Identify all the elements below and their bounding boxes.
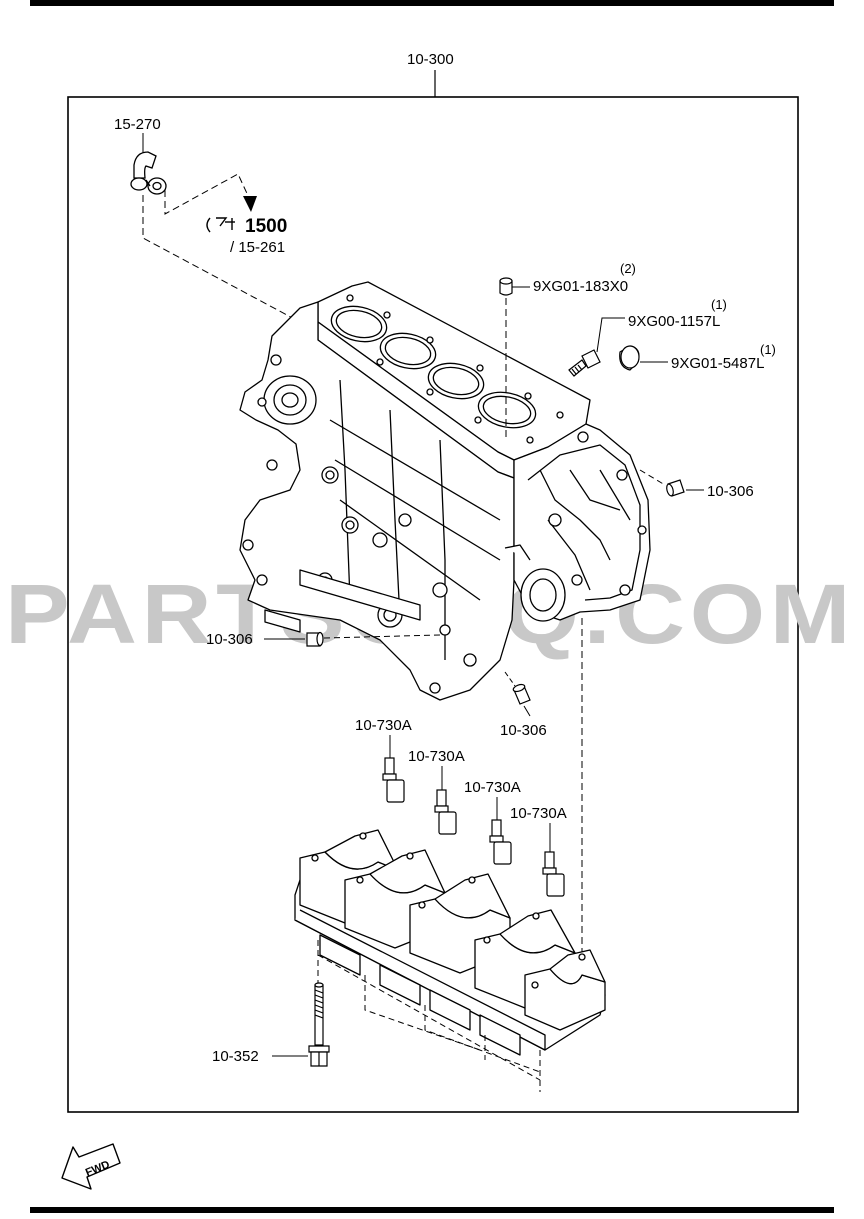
- bottom-rule: [30, 1207, 834, 1213]
- main-bolt-part[interactable]: [308, 982, 330, 1067]
- oil-jet-3-part[interactable]: [489, 819, 512, 865]
- cap-right-part[interactable]: [619, 345, 640, 371]
- label-jet-1[interactable]: 10-730A: [355, 717, 412, 734]
- main-bearing-cap[interactable]: [294, 829, 606, 1056]
- label-main-bolt[interactable]: 10-352: [212, 1048, 259, 1065]
- see-reference-icon: [206, 217, 235, 233]
- oil-jet-1-part[interactable]: [382, 757, 405, 803]
- fwd-arrow-icon: FWD: [61, 1143, 121, 1190]
- label-jet-2[interactable]: 10-730A: [408, 748, 465, 765]
- plug-top-part[interactable]: [499, 277, 513, 296]
- label-jet-4[interactable]: 10-730A: [510, 805, 567, 822]
- label-cap-right[interactable]: 9XG01-5487L: [671, 355, 764, 372]
- cylinder-block[interactable]: [239, 281, 651, 701]
- label-bolt-right[interactable]: 9XG00-1157L: [628, 313, 720, 330]
- oil-jet-2-part[interactable]: [434, 789, 457, 835]
- label-plug-top[interactable]: 9XG01-183X0: [533, 278, 628, 295]
- dowel-bottom-part[interactable]: [512, 683, 531, 705]
- reference-group[interactable]: 1500: [245, 216, 287, 237]
- top-rule: [30, 0, 834, 6]
- dowel-left-part[interactable]: [306, 631, 324, 647]
- qty-bolt-right: (1): [711, 297, 727, 312]
- assembly-label[interactable]: 10-300: [407, 51, 454, 68]
- bolt-right-part[interactable]: [568, 349, 601, 377]
- label-pcv-fitting[interactable]: 15-270: [114, 116, 161, 133]
- label-dowel-bottom[interactable]: 10-306: [500, 722, 547, 739]
- label-jet-3[interactable]: 10-730A: [464, 779, 521, 796]
- reference-sub[interactable]: / 15-261: [230, 239, 285, 256]
- label-dowel-right[interactable]: 10-306: [707, 483, 754, 500]
- qty-cap-right: (1): [760, 342, 776, 357]
- assembly-frame: [67, 96, 799, 1113]
- label-dowel-left[interactable]: 10-306: [206, 631, 253, 648]
- qty-plug-top: (2): [620, 261, 636, 276]
- oil-jet-4-part[interactable]: [542, 851, 565, 897]
- dowel-right-part[interactable]: [666, 479, 685, 497]
- pcv-fitting-part[interactable]: [130, 151, 167, 195]
